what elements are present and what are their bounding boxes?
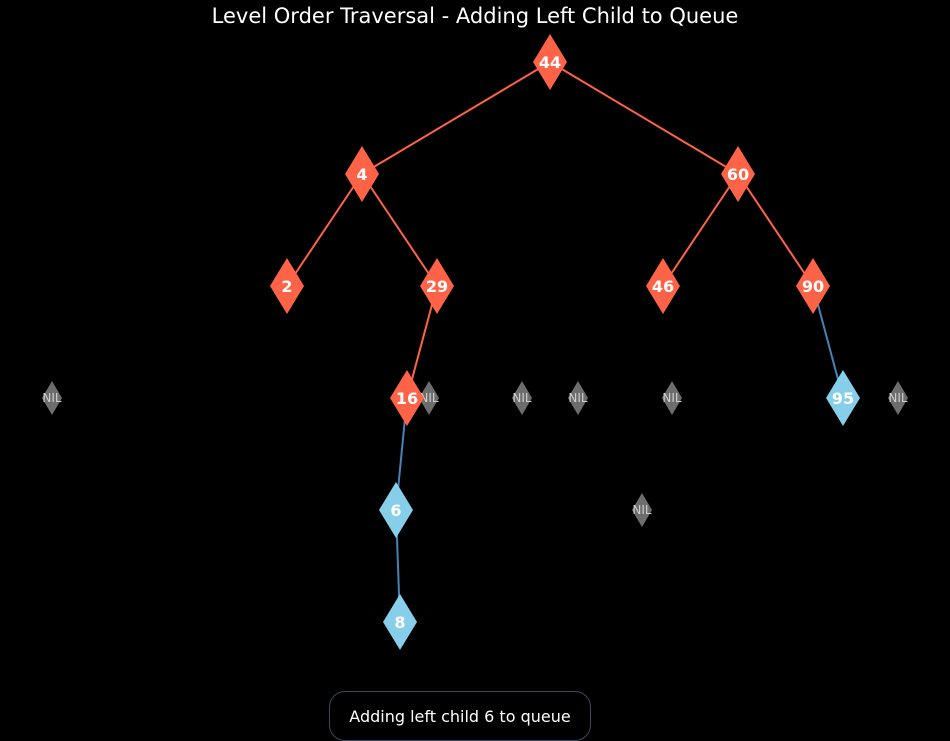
nil-node-shape [662,381,682,415]
nil-node: NIL [512,381,532,415]
tree-node-shape [646,258,680,314]
nil-node-label: NIL [568,391,588,405]
nil-node-shape [568,381,588,415]
nil-node-label: NIL [632,503,652,517]
edges-layer [286,61,844,623]
tree-node-shape [533,34,567,90]
tree-node-60: 60 [721,146,755,202]
nil-node-shape [888,381,908,415]
tree-node-shape [721,146,755,202]
nil-node: NIL [419,381,439,415]
tree-node-8: 8 [383,594,417,650]
diagram-title: Level Order Traversal - Adding Left Chil… [211,4,739,28]
tree-node-label: 60 [727,165,749,184]
tree-node-shape [270,258,304,314]
nil-node-label: NIL [512,391,532,405]
nil-node-label: NIL [42,391,62,405]
edge-n4-n29 [361,173,438,287]
tree-node-shape [796,258,830,314]
tree-node-shape [826,370,860,426]
tree-node-label: 90 [802,277,824,296]
nil-node: NIL [662,381,682,415]
nil-node-label: NIL [888,391,908,405]
tree-node-label: 8 [394,613,405,632]
tree-node-29: 29 [420,258,454,314]
nil-node: NIL [568,381,588,415]
tree-node-shape [379,482,413,538]
tree-node-label: 4 [356,165,367,184]
nil-node-shape [42,381,62,415]
tree-node-44: 44 [533,34,567,90]
nil-node-shape [419,381,439,415]
tree-node-shape [383,594,417,650]
edge-n4-n2 [286,173,363,287]
nil-node-shape [512,381,532,415]
nil-node: NIL [42,381,62,415]
tree-node-90: 90 [796,258,830,314]
tree-node-label: 16 [396,389,418,408]
tree-node-label: 2 [281,277,292,296]
edge-n60-n90 [737,173,814,287]
tree-node-shape [420,258,454,314]
tree-node-label: 46 [652,277,674,296]
edge-n44-n60 [549,61,739,175]
tree-node-label: 44 [539,53,561,72]
tree-node-label: 29 [426,277,448,296]
tree-node-46: 46 [646,258,680,314]
nil-nodes-layer: NIL NIL NIL NIL NIL NIL NIL [42,381,908,527]
tree-node-shape [345,146,379,202]
tree-node-6: 6 [379,482,413,538]
tree-node-16: 16 [390,370,424,426]
edge-n44-n4 [361,61,551,175]
edge-n60-n46 [662,173,739,287]
nil-node-label: NIL [662,391,682,405]
nil-node-shape [632,493,652,527]
nil-node: NIL [632,493,652,527]
tree-node-95: 95 [826,370,860,426]
nil-node: NIL [888,381,908,415]
tree-node-label: 6 [390,501,401,520]
status-message: Adding left child 6 to queue [329,691,591,741]
tree-node-2: 2 [270,258,304,314]
nil-node-label: NIL [419,391,439,405]
tree-node-4: 4 [345,146,379,202]
tree-node-shape [390,370,424,426]
tree-node-label: 95 [832,389,854,408]
